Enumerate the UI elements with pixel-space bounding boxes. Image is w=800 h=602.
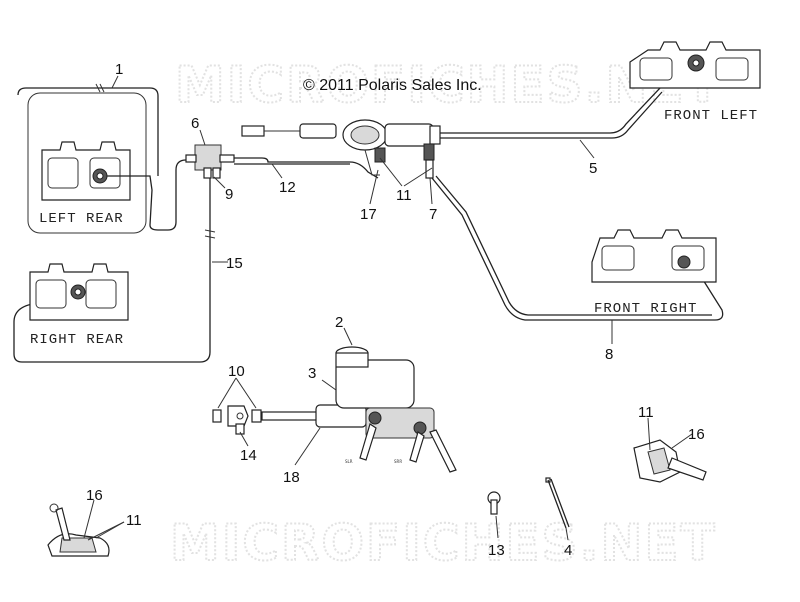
callout-16-right: 16 xyxy=(688,426,705,443)
callouts: 1 2 3 4 5 6 7 8 9 10 11 11 11 12 13 14 1… xyxy=(86,61,705,559)
caliper-detail-left xyxy=(47,503,110,557)
clevis-assembly xyxy=(212,405,262,435)
callout-12: 12 xyxy=(279,179,296,196)
left-rear-caliper-group: LEFT REAR xyxy=(27,92,147,234)
copyright-text: © 2011 Polaris Sales Inc. xyxy=(303,77,482,94)
caliper-detail-right xyxy=(633,439,707,483)
hose-left-rear xyxy=(107,159,195,231)
rear-master-cylinder xyxy=(241,119,441,179)
callout-16-left: 16 xyxy=(86,487,103,504)
fitting-13 xyxy=(487,491,501,515)
master-cylinder-assembly: SLR SRR xyxy=(261,346,457,473)
callout-11-top: 11 xyxy=(396,187,412,204)
left-rear-frame xyxy=(27,92,147,234)
callout-5: 5 xyxy=(589,160,597,177)
front-right-label: FRONT RIGHT xyxy=(594,301,697,317)
brake-line-5b xyxy=(440,91,663,139)
part-marking-right: SRR xyxy=(394,459,402,464)
front-right-caliper-group: FRONT RIGHT xyxy=(591,229,717,317)
callout-10: 10 xyxy=(228,363,245,380)
callout-11-left: 11 xyxy=(126,512,142,529)
right-rear-caliper-group: RIGHT REAR xyxy=(29,263,129,348)
callout-4: 4 xyxy=(564,542,572,559)
callout-2: 2 xyxy=(335,314,343,331)
callout-14: 14 xyxy=(240,447,257,464)
bleeder-rod-4 xyxy=(545,477,570,529)
brake-line-8b xyxy=(435,175,712,316)
callout-17: 17 xyxy=(360,206,377,223)
watermark-bottom: MICROFICHES.NET xyxy=(170,514,717,572)
line-break-mark-15 xyxy=(204,229,216,239)
left-rear-caliper xyxy=(41,141,131,201)
line-break-mark xyxy=(95,83,105,93)
callout-6: 6 xyxy=(191,115,199,132)
callout-3: 3 xyxy=(308,365,316,382)
brake-line-8 xyxy=(431,177,724,321)
front-left-label: FRONT LEFT xyxy=(664,108,758,124)
left-rear-label: LEFT REAR xyxy=(39,211,124,227)
callout-18: 18 xyxy=(283,469,300,486)
right-rear-label: RIGHT REAR xyxy=(30,332,124,348)
callout-9: 9 xyxy=(225,186,233,203)
callout-11-right: 11 xyxy=(638,404,654,421)
callout-13: 13 xyxy=(488,542,505,559)
brake-line-5 xyxy=(440,69,691,134)
brake-line-12 xyxy=(234,157,379,179)
front-left-caliper-group: FRONT LEFT xyxy=(629,41,761,124)
leader-lines xyxy=(83,75,693,541)
brake-line-1 xyxy=(17,87,159,176)
junction-block xyxy=(185,144,235,179)
callout-8: 8 xyxy=(605,346,613,363)
callout-1: 1 xyxy=(115,61,123,78)
callout-15: 15 xyxy=(226,255,243,272)
part-marking-left: SLR xyxy=(345,459,353,464)
callout-7: 7 xyxy=(429,206,437,223)
brake-line-15 xyxy=(13,170,211,363)
